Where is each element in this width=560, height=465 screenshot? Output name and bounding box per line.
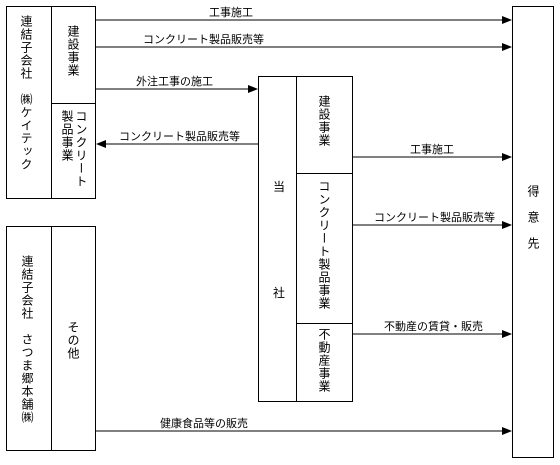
subsidiary-ktech-box: 連結子会社 ㈱ケイテック [6, 6, 52, 199]
parent-construction-segment: 建設事業 [296, 76, 353, 174]
flow-label-parent-concrete-sales: コンクリート製品販売等 [374, 211, 495, 224]
flow-label-outsourced-construction: 外注工事の施工 [136, 75, 213, 88]
parent-concrete-label: コンクリート製品事業 [317, 180, 331, 310]
subsidiary-satsuma-name: 連結子会社 さつま郷本舗㈱ [20, 255, 34, 424]
ktech-construction-segment: 建設事業 [51, 6, 96, 104]
parent-company-box: 当 社 [258, 76, 297, 402]
subsidiary-satsuma-box: 連結子会社 さつま郷本舗㈱ [6, 226, 52, 451]
satsuma-other-label: その他 [66, 321, 80, 360]
customer-label: 得 意 先 [526, 185, 540, 250]
parent-company-name-bottom: 社 [273, 286, 286, 300]
ktech-concrete-segment: コンクリート製品事業 [51, 103, 96, 199]
subsidiary-ktech-name: 連結子会社 ㈱ケイテック [19, 15, 33, 171]
flow-label-parent-realestate: 不動産の賃貸・販売 [384, 320, 483, 333]
parent-construction-label: 建設事業 [317, 95, 331, 147]
flow-label-health-food-sales: 健康食品等の販売 [160, 417, 248, 430]
customer-box: 得 意 先 [512, 6, 554, 458]
parent-realestate-label: 不動産事業 [317, 328, 331, 393]
parent-company-name-top: 当 [273, 180, 286, 194]
parent-realestate-segment: 不動産事業 [296, 323, 353, 402]
flow-label-ktech-concrete-sales: コンクリート製品販売等 [143, 33, 264, 46]
satsuma-other-segment: その他 [51, 226, 96, 451]
flow-label-ktech-construction: 工事施工 [209, 6, 253, 19]
flow-label-concrete-to-parent: コンクリート製品販売等 [119, 130, 240, 143]
parent-concrete-segment: コンクリート製品事業 [296, 173, 353, 324]
ktech-concrete-label: コンクリート製品事業 [60, 110, 88, 188]
ktech-construction-label: 建設事業 [66, 25, 80, 77]
flow-label-parent-construction: 工事施工 [410, 143, 454, 156]
